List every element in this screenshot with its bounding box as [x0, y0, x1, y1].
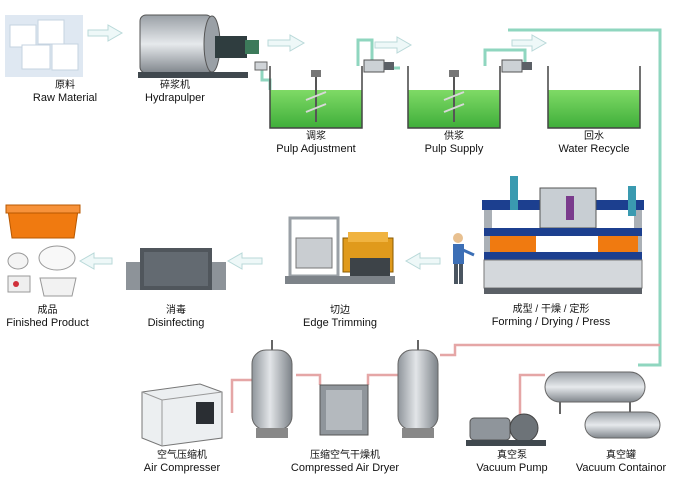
- label-air-compressor-en: Air Compresser: [143, 461, 221, 474]
- label-forming: 成型 / 干燥 / 定形 Forming / Drying / Press: [476, 304, 626, 328]
- label-air-dryer-zh: 压缩空气干燥机: [310, 450, 380, 461]
- label-finished-product-zh: 成品: [37, 305, 58, 316]
- tank-water-recycle: [547, 66, 641, 129]
- label-air-compressor-zh: 空气压缩机: [157, 450, 207, 461]
- air-pipes: [230, 343, 660, 415]
- label-vacuum-pump-en: Vacuum Pump: [476, 461, 548, 474]
- vacuum-line: [518, 373, 545, 415]
- arrow-tank1-up: [374, 36, 413, 54]
- disinfecting-illustration: [126, 248, 226, 290]
- finished-product-illustration: [5, 204, 81, 297]
- label-water-recycle: 回水 Water Recycle: [544, 131, 644, 155]
- label-pulp-adjustment-en: Pulp Adjustment: [276, 142, 356, 155]
- label-edge-trimming-en: Edge Trimming: [303, 316, 377, 329]
- label-hydrapulper-zh: 碎浆机: [160, 80, 190, 91]
- label-pulp-supply-en: Pulp Supply: [424, 142, 484, 155]
- operator-figure: [453, 233, 475, 284]
- hydrapulper-illustration: [138, 14, 268, 78]
- arrow-pulper-to-tank: [267, 34, 306, 52]
- arrow-raw-to-pulper: [87, 24, 124, 42]
- air-dryer-unit: [319, 384, 369, 436]
- label-vacuum-container-en: Vacuum Containor: [575, 461, 667, 474]
- label-vacuum-pump: 真空泵 Vacuum Pump: [462, 450, 562, 474]
- air-tank-1: [251, 340, 293, 438]
- label-air-dryer: 压缩空气干燥机 Compressed Air Dryer: [280, 450, 410, 474]
- label-air-compressor: 空气压缩机 Air Compresser: [132, 450, 232, 474]
- arrow-trim-to-disinfect: [226, 252, 263, 270]
- label-pulp-adjustment-zh: 调浆: [306, 131, 326, 142]
- label-water-recycle-zh: 回水: [584, 131, 604, 142]
- label-forming-zh: 成型 / 干燥 / 定形: [512, 304, 590, 315]
- label-raw-material-en: Raw Material: [32, 91, 98, 104]
- label-air-dryer-en: Compressed Air Dryer: [290, 461, 400, 474]
- pipe-recycle-loop: [508, 28, 662, 300]
- tank-pulp-adjustment: [269, 66, 363, 129]
- air-compressor-to-tank: [230, 378, 254, 413]
- arrow-tank2-up: [511, 34, 548, 52]
- label-vacuum-pump-zh: 真空泵: [497, 450, 527, 461]
- flow-arrows: [78, 24, 548, 270]
- label-finished-product: 成品 Finished Product: [0, 305, 95, 329]
- arrow-disinfect-to-product: [78, 252, 113, 270]
- pipe-to-vacuum: [638, 300, 662, 367]
- label-hydrapulper: 碎浆机 Hydrapulper: [130, 80, 220, 104]
- edge-trimming-illustration: [285, 216, 395, 284]
- label-edge-trimming: 切边 Edge Trimming: [290, 305, 390, 329]
- label-hydrapulper-en: Hydrapulper: [145, 91, 205, 104]
- arrow-forming-to-trim: [404, 252, 441, 270]
- label-pulp-supply-zh: 供浆: [444, 131, 464, 142]
- label-vacuum-container-zh: 真空罐: [606, 450, 636, 461]
- air-compressor-illustration: [141, 383, 223, 447]
- air-tank-to-dryer: [296, 373, 322, 385]
- label-disinfecting: 消毒 Disinfecting: [126, 305, 226, 329]
- label-raw-material-zh: 原料: [55, 80, 75, 91]
- vacuum-containers-illustration: [544, 371, 661, 439]
- air-tank2-to-forming: [440, 343, 660, 357]
- tank-pulp-supply: [407, 66, 501, 129]
- vacuum-pump-illustration: [466, 413, 546, 446]
- air-dryer-to-tank2: [366, 373, 400, 385]
- label-finished-product-en: Finished Product: [6, 316, 89, 329]
- forming-machine-illustration: [482, 176, 644, 294]
- label-pulp-adjustment: 调浆 Pulp Adjustment: [266, 131, 366, 155]
- label-water-recycle-en: Water Recycle: [558, 142, 630, 155]
- pipe-tank2-forming: [483, 48, 527, 66]
- label-disinfecting-zh: 消毒: [166, 305, 186, 316]
- label-raw-material: 原料 Raw Material: [20, 80, 110, 104]
- label-pulp-supply: 供浆 Pulp Supply: [404, 131, 504, 155]
- label-vacuum-container: 真空罐 Vacuum Containor: [566, 450, 676, 474]
- pipe-pulper-tank1: [260, 70, 272, 90]
- transfer-pumps: [363, 59, 532, 73]
- label-edge-trimming-zh: 切边: [330, 305, 350, 316]
- label-disinfecting-en: Disinfecting: [147, 316, 205, 329]
- air-tank-2: [397, 340, 439, 438]
- label-forming-en: Forming / Drying / Press: [491, 315, 611, 328]
- raw-material-illustration: [5, 15, 83, 77]
